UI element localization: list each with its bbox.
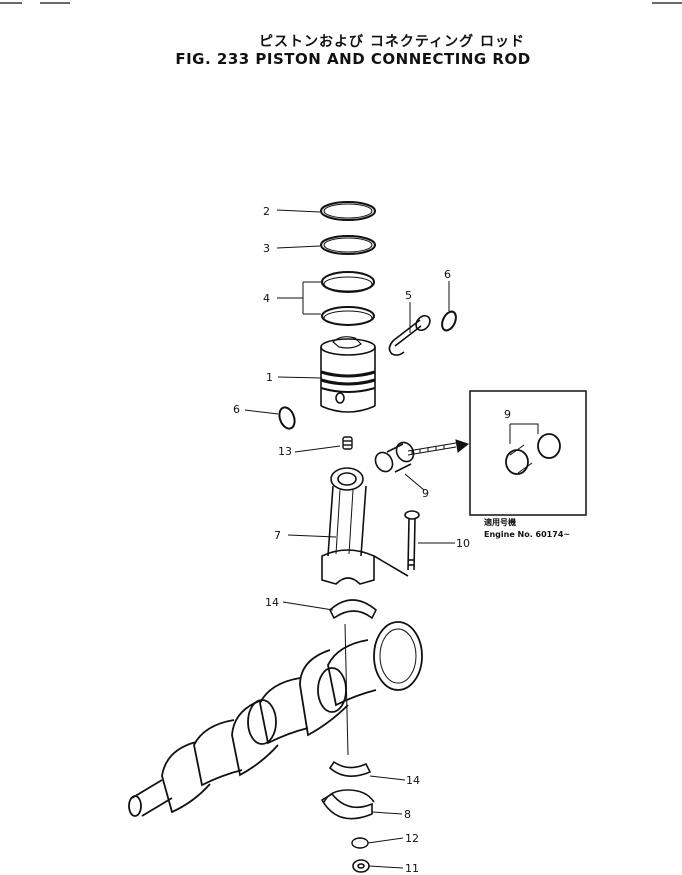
inset-note-japanese: 適用号機 xyxy=(484,517,516,527)
inset-arrow xyxy=(407,439,470,456)
upper-bearing-shell xyxy=(329,599,377,620)
washer xyxy=(351,837,369,849)
callout-14-upper: 14 xyxy=(265,596,279,609)
inset-bushings xyxy=(505,433,561,475)
callout-9-rod: 9 xyxy=(422,487,429,500)
piston-pin xyxy=(388,314,431,356)
connecting-rod xyxy=(321,467,409,585)
callout-10: 10 xyxy=(456,537,470,550)
small-end-bushing xyxy=(374,441,415,473)
callout-6-right: 6 xyxy=(444,268,451,281)
title-japanese: ピストンおよび コネクティング ロッド xyxy=(259,33,525,50)
callout-8: 8 xyxy=(404,808,411,821)
inset-leader xyxy=(509,423,539,444)
oil-nozzle xyxy=(342,436,353,450)
figure-title: FIG. 233 PISTON AND CONNECTING ROD xyxy=(175,50,530,68)
nut xyxy=(352,859,370,873)
callout-2: 2 xyxy=(263,205,270,218)
piston-ring-second xyxy=(320,235,376,255)
connecting-rod-cap xyxy=(320,789,375,820)
oil-ring-lower xyxy=(321,306,375,326)
callout-11: 11 xyxy=(405,862,419,875)
callout-6-left: 6 xyxy=(233,403,240,416)
callout-9-inset: 9 xyxy=(504,408,511,421)
callout-7: 7 xyxy=(274,529,281,542)
piston-ring-top xyxy=(320,201,376,221)
callout-13: 13 xyxy=(278,445,292,458)
piston xyxy=(320,336,376,413)
callout-4: 4 xyxy=(263,292,270,305)
callout-3: 3 xyxy=(263,242,270,255)
callout-12: 12 xyxy=(405,832,419,845)
inset-box xyxy=(469,390,587,516)
oil-ring-upper xyxy=(321,271,375,293)
leader-lines xyxy=(244,209,455,869)
inset-note: Engine No. 60174~ xyxy=(484,530,570,539)
snap-ring-right xyxy=(441,310,457,332)
callout-5: 5 xyxy=(405,289,412,302)
lower-bearing-shell xyxy=(328,760,372,777)
callout-1: 1 xyxy=(266,371,273,384)
crankshaft xyxy=(128,621,423,817)
callout-14-lower: 14 xyxy=(406,774,420,787)
snap-ring-left xyxy=(278,406,296,430)
connecting-rod-bolt xyxy=(404,510,420,571)
